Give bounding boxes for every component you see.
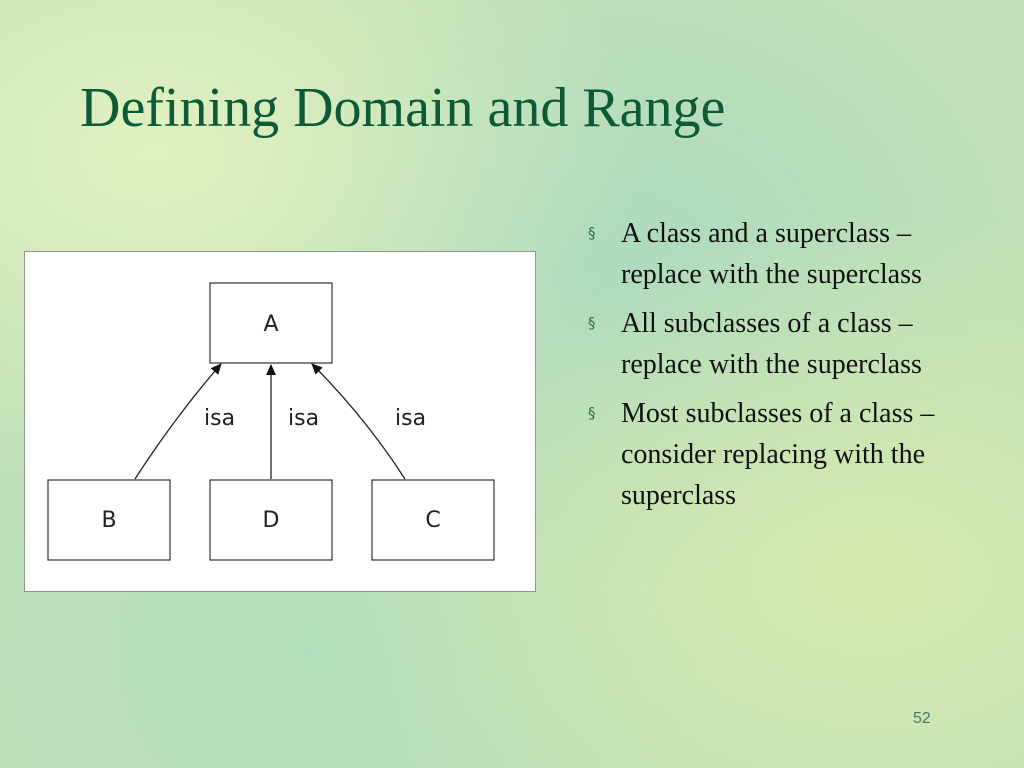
node-a-label: A — [263, 312, 278, 337]
edge-b-to-a — [134, 363, 222, 480]
node-c-box — [371, 479, 495, 561]
bullet-item: § A class and a superclass – replace wit… — [588, 213, 968, 295]
diagram-canvas: isa isa isa A B D C — [47, 282, 495, 561]
node-c-label: C — [425, 508, 440, 533]
edge-label-c-a: isa — [395, 406, 426, 431]
bullet-item: § Most subclasses of a class – consider … — [588, 393, 968, 516]
edge-label-d-a: isa — [288, 406, 319, 431]
edge-c-to-a — [311, 363, 406, 480]
bullet-text: A class and a superclass – replace with … — [621, 218, 922, 290]
bullet-text: Most subclasses of a class – consider re… — [621, 398, 935, 511]
bullet-text: All subclasses of a class – replace with… — [621, 308, 922, 380]
node-a-box — [209, 282, 333, 364]
class-hierarchy-diagram: isa isa isa A B D C — [24, 251, 536, 592]
edge-label-b-a: isa — [204, 406, 235, 431]
bullet-list: § A class and a superclass – replace wit… — [588, 213, 968, 524]
bullet-item: § All subclasses of a class – replace wi… — [588, 303, 968, 385]
page-number: 52 — [913, 710, 931, 727]
node-d-box — [209, 479, 333, 561]
node-d-label: D — [263, 508, 280, 533]
bullet-marker-icon: § — [588, 224, 596, 242]
slide-title: Defining Domain and Range — [80, 77, 726, 139]
bullet-marker-icon: § — [588, 404, 596, 422]
node-b-label: B — [101, 508, 116, 533]
bullet-marker-icon: § — [588, 314, 596, 332]
node-b-box — [47, 479, 171, 561]
